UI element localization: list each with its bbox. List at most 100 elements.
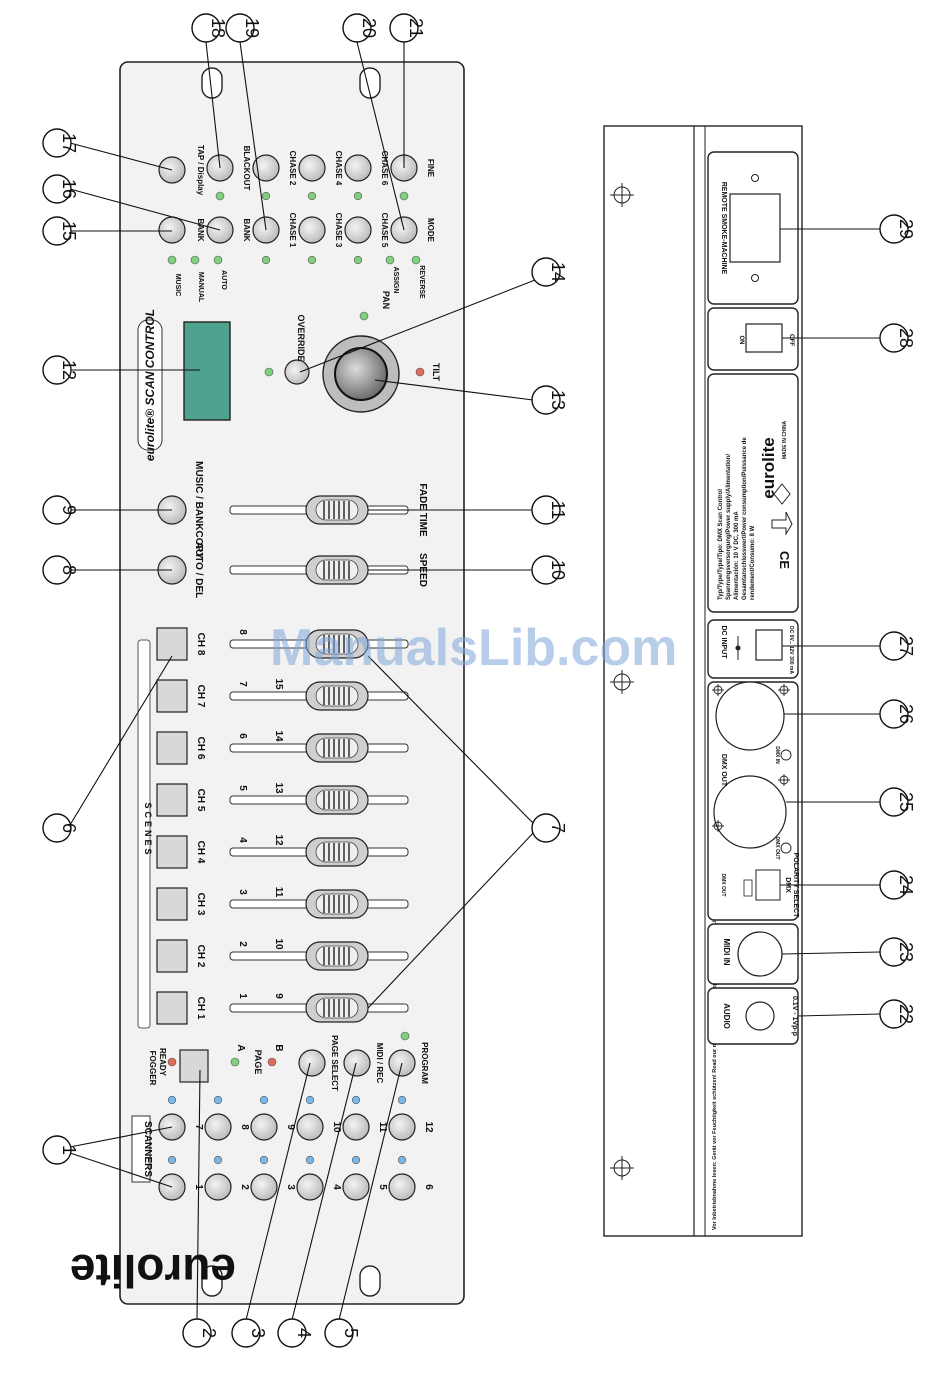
scanner-led-8: [213, 1095, 223, 1105]
callout-leader-7: [367, 830, 536, 1009]
chase-button-4[interactable]: [298, 154, 326, 182]
scene-button-ch3[interactable]: [156, 887, 188, 921]
watermark: ManualsLib.com: [270, 619, 677, 677]
callout-number-24: 24: [896, 875, 916, 895]
callout-circle-14: [531, 257, 561, 287]
callout-circle-23: [879, 937, 909, 967]
audio-jack[interactable]: [745, 1001, 775, 1031]
chase-button-5[interactable]: [344, 216, 372, 244]
dmx-out-port[interactable]: [713, 775, 787, 849]
scene-button-label: CH 2: [195, 945, 206, 968]
channel-fader-knob-4[interactable]: [305, 837, 369, 867]
scene-button-ch5[interactable]: [156, 783, 188, 817]
scanner-button-8[interactable]: [204, 1113, 232, 1141]
callout-circle-13: [531, 385, 561, 415]
channel-fader-knob-3[interactable]: [305, 889, 369, 919]
chase-label: CHASE 2: [288, 151, 297, 186]
callout-leader-3: [245, 1062, 311, 1321]
callout-number-15: 15: [59, 221, 79, 241]
speed-fader-knob[interactable]: [305, 555, 369, 585]
callout-number-11: 11: [548, 501, 568, 520]
callout-number-1: 1: [59, 1145, 79, 1155]
callout-number-14: 14: [548, 262, 568, 282]
scanner-button-5[interactable]: [342, 1173, 370, 1201]
page-b-led: [267, 1057, 277, 1067]
dc-rating-label: DC 9V... 12V 300 mA: [788, 626, 794, 674]
callout-number-5: 5: [341, 1328, 361, 1338]
callout-circle-7: [531, 813, 561, 843]
channel-fader-knob-1[interactable]: [305, 993, 369, 1023]
channel-fader-knob-5[interactable]: [305, 785, 369, 815]
dmx-in-small-label: DMX IN: [774, 746, 780, 764]
fogger-button[interactable]: [179, 1049, 209, 1083]
tilt-label: TILT: [431, 363, 441, 382]
scanner-button-6[interactable]: [388, 1173, 416, 1201]
scanner-button-2[interactable]: [204, 1173, 232, 1201]
override-button[interactable]: [284, 359, 310, 385]
chase-led-5: [353, 255, 363, 265]
scene-button-ch2[interactable]: [156, 939, 188, 973]
scanner-button-label: 6: [423, 1184, 434, 1190]
bank-label-left: BANK: [196, 218, 205, 241]
dc-input-label: DC INPUT: [720, 625, 727, 659]
channel-fader-knob-6[interactable]: [305, 733, 369, 763]
scanner-button-4[interactable]: [296, 1173, 324, 1201]
callout-circle-1: [42, 1135, 72, 1165]
callout-leader-23: [781, 951, 881, 955]
midi-in-port[interactable]: [737, 931, 783, 977]
model-logo: eurolite® SCAN CONTROL: [143, 309, 157, 461]
callout-circle-18: [191, 13, 221, 43]
music-label: MUSIC: [174, 274, 181, 297]
type-plate-line: Gesamtanschlusswert/Power consumption/Pu…: [742, 437, 748, 600]
page-select-button[interactable]: [298, 1049, 326, 1077]
scene-button-ch8[interactable]: [156, 627, 188, 661]
callout-circle-29: [879, 214, 909, 244]
callout-circle-2: [182, 1318, 212, 1348]
on-label: ON: [738, 336, 744, 345]
scene-button-ch7[interactable]: [156, 679, 188, 713]
model-logo-box: [137, 319, 163, 451]
rear-screws: [610, 183, 634, 1180]
scanner-button-10[interactable]: [296, 1113, 324, 1141]
override-label: OVERRIDE: [296, 314, 306, 361]
scene-button-label: CH 8: [195, 633, 206, 656]
polarity-switch[interactable]: [755, 869, 781, 901]
dmx-in-port[interactable]: [715, 681, 785, 751]
midi-rec-button[interactable]: [343, 1049, 371, 1077]
callout-circle-27: [879, 631, 909, 661]
remote-smoke-port[interactable]: [729, 193, 781, 263]
scanner-button-12[interactable]: [388, 1113, 416, 1141]
scanner-button-9[interactable]: [250, 1113, 278, 1141]
scanner-button-11[interactable]: [342, 1113, 370, 1141]
channel-fader-knob-2[interactable]: [305, 941, 369, 971]
power-switch[interactable]: [745, 323, 783, 353]
chase-button-3[interactable]: [298, 216, 326, 244]
chase-label: CHASE 5: [380, 213, 389, 248]
callout-circle-20: [342, 13, 372, 43]
channel-fader-knob-8[interactable]: [305, 629, 369, 659]
callout-number-25: 25: [896, 792, 916, 812]
scene-button-label: CH 7: [195, 685, 206, 708]
scanner-button-3[interactable]: [250, 1173, 278, 1201]
dc-input-jack[interactable]: [755, 629, 783, 661]
scene-button-ch1[interactable]: [156, 991, 188, 1025]
channel-fader-knob-7[interactable]: [305, 681, 369, 711]
fader-number-top: 1: [237, 993, 248, 999]
dmx-out-pins-label: DMX OUT: [720, 873, 726, 896]
recycle-icon: [771, 511, 793, 536]
callout-leader-16: [69, 188, 221, 231]
chase-button-6[interactable]: [344, 154, 372, 182]
bank-button-left[interactable]: [158, 216, 186, 244]
scene-button-ch6[interactable]: [156, 731, 188, 765]
callout-number-4: 4: [294, 1328, 314, 1338]
scene-button-ch4[interactable]: [156, 835, 188, 869]
fader-number-bottom: 10: [273, 938, 284, 950]
tap-display-label: TAP / Display: [196, 145, 205, 196]
fade-time-fader-knob[interactable]: [305, 495, 369, 525]
fader-number-top: 3: [237, 889, 248, 895]
callout-circle-5: [324, 1318, 354, 1348]
chase-button-2[interactable]: [252, 154, 280, 182]
